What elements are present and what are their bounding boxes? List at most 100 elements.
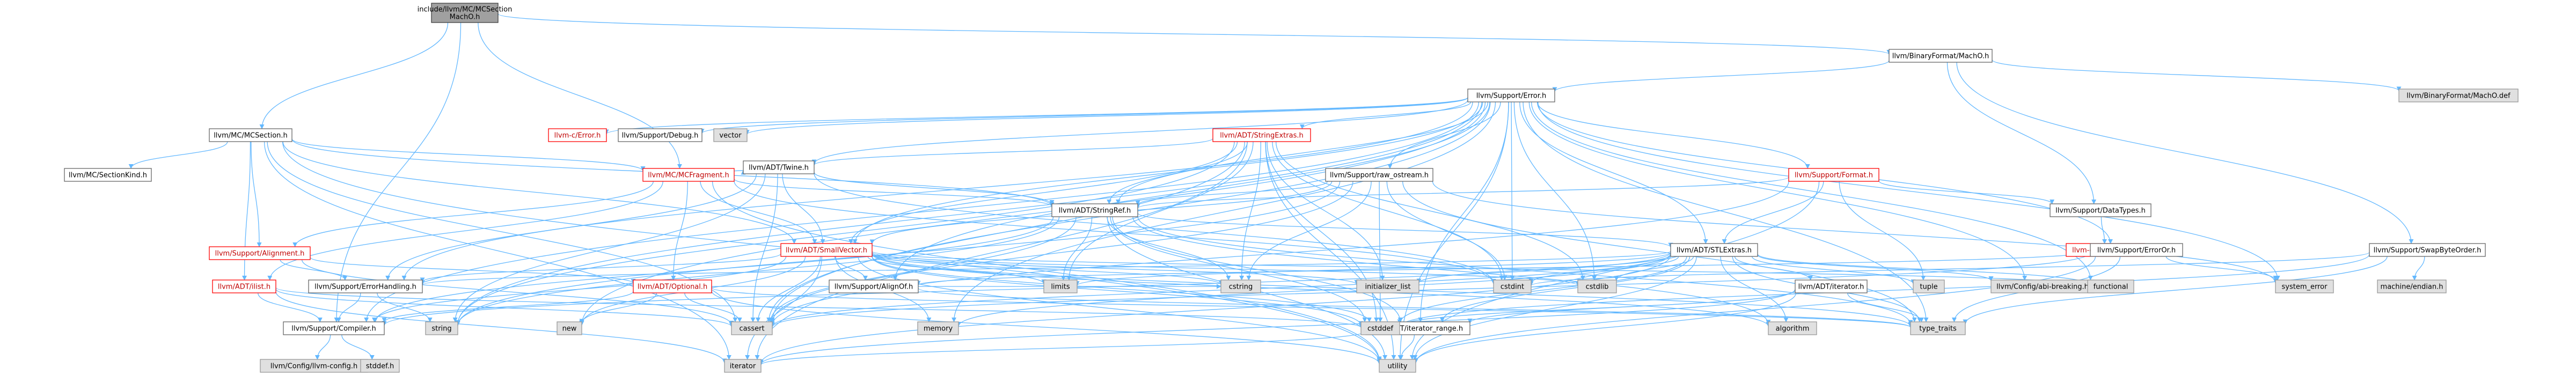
node-error[interactable]: llvm/Support/Error.h (1467, 89, 1555, 102)
node-new[interactable]: new (557, 321, 582, 335)
node-box (1212, 128, 1311, 142)
node-box (1913, 279, 1945, 293)
node-stringextras[interactable]: llvm/ADT/StringExtras.h (1212, 128, 1311, 142)
edge-format-to-stlextras (1722, 181, 1824, 244)
edge-mcfragment-to-cstdint (734, 181, 1496, 285)
node-cstddef[interactable]: cstddef (1360, 321, 1400, 335)
edge-error-to-stlextras (1519, 101, 1708, 244)
node-configllvm[interactable]: llvm/Config/llvm-config.h (260, 359, 368, 373)
node-label: cassert (739, 325, 764, 333)
node-box (548, 128, 607, 142)
node-box (308, 279, 423, 293)
node-format[interactable]: llvm/Support/Format.h (1788, 168, 1879, 182)
node-stlextras[interactable]: llvm/ADT/STLExtras.h (1670, 243, 1758, 257)
node-cstdint[interactable]: cstdint (1493, 279, 1532, 293)
edge-twine-to-cassert (750, 173, 778, 322)
edge-optional-to-typetraits (711, 287, 1913, 328)
node-debug[interactable]: llvm/Support/Debug.h (618, 128, 702, 142)
node-ilist[interactable]: llvm/ADT/ilist.h (212, 279, 276, 293)
node-label: llvm-c/Error.h (554, 132, 601, 140)
node-algorithm[interactable]: algorithm (1768, 321, 1817, 335)
edge-error-to-cstdlib (1513, 101, 1597, 281)
edge-stlextras-to-cstdint (1528, 256, 1679, 284)
node-label: llvm/BinaryFormat/MachO.h (1892, 53, 1989, 61)
edge-stlextras-to-tuple (1751, 256, 1916, 284)
edge-error-to-cerror (604, 97, 1468, 135)
node-cassert[interactable]: cassert (731, 321, 773, 335)
node-cstring[interactable]: cstring (1220, 279, 1261, 293)
node-machineendian[interactable]: machine/endian.h (2377, 279, 2447, 293)
node-erroror[interactable]: llvm/Support/ErrorOr.h (2090, 243, 2183, 257)
node-label: llvm/MC/MCFragment.h (648, 172, 729, 180)
edge-error-to-format (1537, 101, 1810, 169)
node-alignment[interactable]: llvm/Support/Alignment.h (209, 246, 311, 260)
node-label: llvm/ADT/STLExtras.h (1677, 247, 1752, 255)
node-mcsection[interactable]: llvm/MC/MCSection.h (209, 128, 292, 142)
edge-stlextras-to-iterator (1734, 256, 1813, 281)
edge-smallvector-to-cassert (755, 256, 821, 322)
node-compiler[interactable]: llvm/Support/Compiler.h (283, 321, 385, 335)
node-label: llvm/ADT/SmallVector.h (786, 247, 867, 255)
node-box (2369, 243, 2486, 257)
node-rawostream[interactable]: llvm/Support/raw_ostream.h (1325, 168, 1433, 182)
node-string[interactable]: string (425, 321, 458, 335)
edge-smallvector-to-utility (858, 256, 1382, 363)
node-vector[interactable]: vector (713, 128, 748, 142)
node-box (260, 359, 368, 373)
node-stringref[interactable]: llvm/ADT/StringRef.h (1051, 203, 1138, 217)
node-smallvector[interactable]: llvm/ADT/SmallVector.h (780, 243, 873, 257)
node-box (642, 168, 735, 182)
node-functional[interactable]: functional (2087, 279, 2134, 293)
edge-stringextras-to-initlist (1267, 141, 1385, 281)
node-box (1795, 279, 1868, 293)
edge-stringextras-to-stringref (1107, 141, 1248, 204)
node-cerror[interactable]: llvm-c/Error.h (548, 128, 607, 142)
node-initlist[interactable]: initializer_list (1356, 279, 1419, 293)
node-box (360, 359, 400, 373)
edge-mcsection-to-sectionkind (128, 141, 228, 169)
edge-optional-to-cassert (684, 292, 742, 322)
edge-stlextras-to-errorhandling (420, 251, 1671, 286)
node-utility[interactable]: utility (1379, 359, 1416, 373)
node-box (829, 279, 919, 293)
node-label: cstdlib (1586, 283, 1609, 291)
edge-root-to-compiler (334, 22, 462, 322)
edge-error-to-typetraits (1523, 101, 1929, 322)
node-stddef[interactable]: stddef.h (360, 359, 400, 373)
node-label: stddef.h (366, 363, 394, 371)
node-swapbyteorder[interactable]: llvm/Support/SwapByteOrder.h (2369, 243, 2486, 257)
node-box (1360, 321, 1400, 335)
edge-format-to-stringref (1135, 176, 1789, 209)
edge-erroror-to-alignof (916, 251, 2091, 286)
node-label: llvm/Support/Error.h (1476, 92, 1547, 100)
node-box (724, 359, 762, 373)
node-datatypes[interactable]: llvm/Support/DataTypes.h (2050, 203, 2151, 217)
edge-smallvector-to-initlist (872, 252, 1359, 285)
node-box (1768, 321, 1817, 335)
node-typetraits[interactable]: type_traits (1910, 321, 1966, 335)
node-sectionkind[interactable]: llvm/MC/SectionKind.h (64, 168, 152, 182)
node-bfmachodef[interactable]: llvm/BinaryFormat/MachO.def (2398, 89, 2519, 102)
node-memory[interactable]: memory (917, 321, 959, 335)
node-mcfragment[interactable]: llvm/MC/MCFragment.h (642, 168, 735, 182)
node-configabi[interactable]: llvm/Config/abi-breaking.h (1990, 279, 2095, 293)
node-twine[interactable]: llvm/ADT/Twine.h (743, 160, 815, 174)
node-cstdlib[interactable]: cstdlib (1577, 279, 1617, 293)
node-systemerror[interactable]: system_error (2275, 279, 2334, 293)
node-bfmacho[interactable]: llvm/BinaryFormat/MachO.h (1889, 49, 1993, 63)
node-limits[interactable]: limits (1043, 279, 1078, 293)
edge-smallvector-to-cstddef (872, 256, 1364, 326)
node-box (743, 160, 815, 174)
node-alignof[interactable]: llvm/Support/AlignOf.h (829, 279, 919, 293)
node-tuple[interactable]: tuple (1913, 279, 1945, 293)
node-iteratorstd[interactable]: iterator (724, 359, 762, 373)
edge-mcfragment-to-smallvector (700, 181, 817, 244)
edge-stringextras-to-cstdint (1272, 141, 1504, 281)
node-label: llvm/Support/raw_ostream.h (1330, 172, 1429, 180)
node-optional[interactable]: llvm/ADT/Optional.h (633, 279, 712, 293)
node-errorhandling[interactable]: llvm/Support/ErrorHandling.h (308, 279, 423, 293)
edge-swapbyteorder-to-typetraits (1963, 256, 2388, 325)
node-iterator[interactable]: llvm/ADT/iterator.h (1795, 279, 1868, 293)
